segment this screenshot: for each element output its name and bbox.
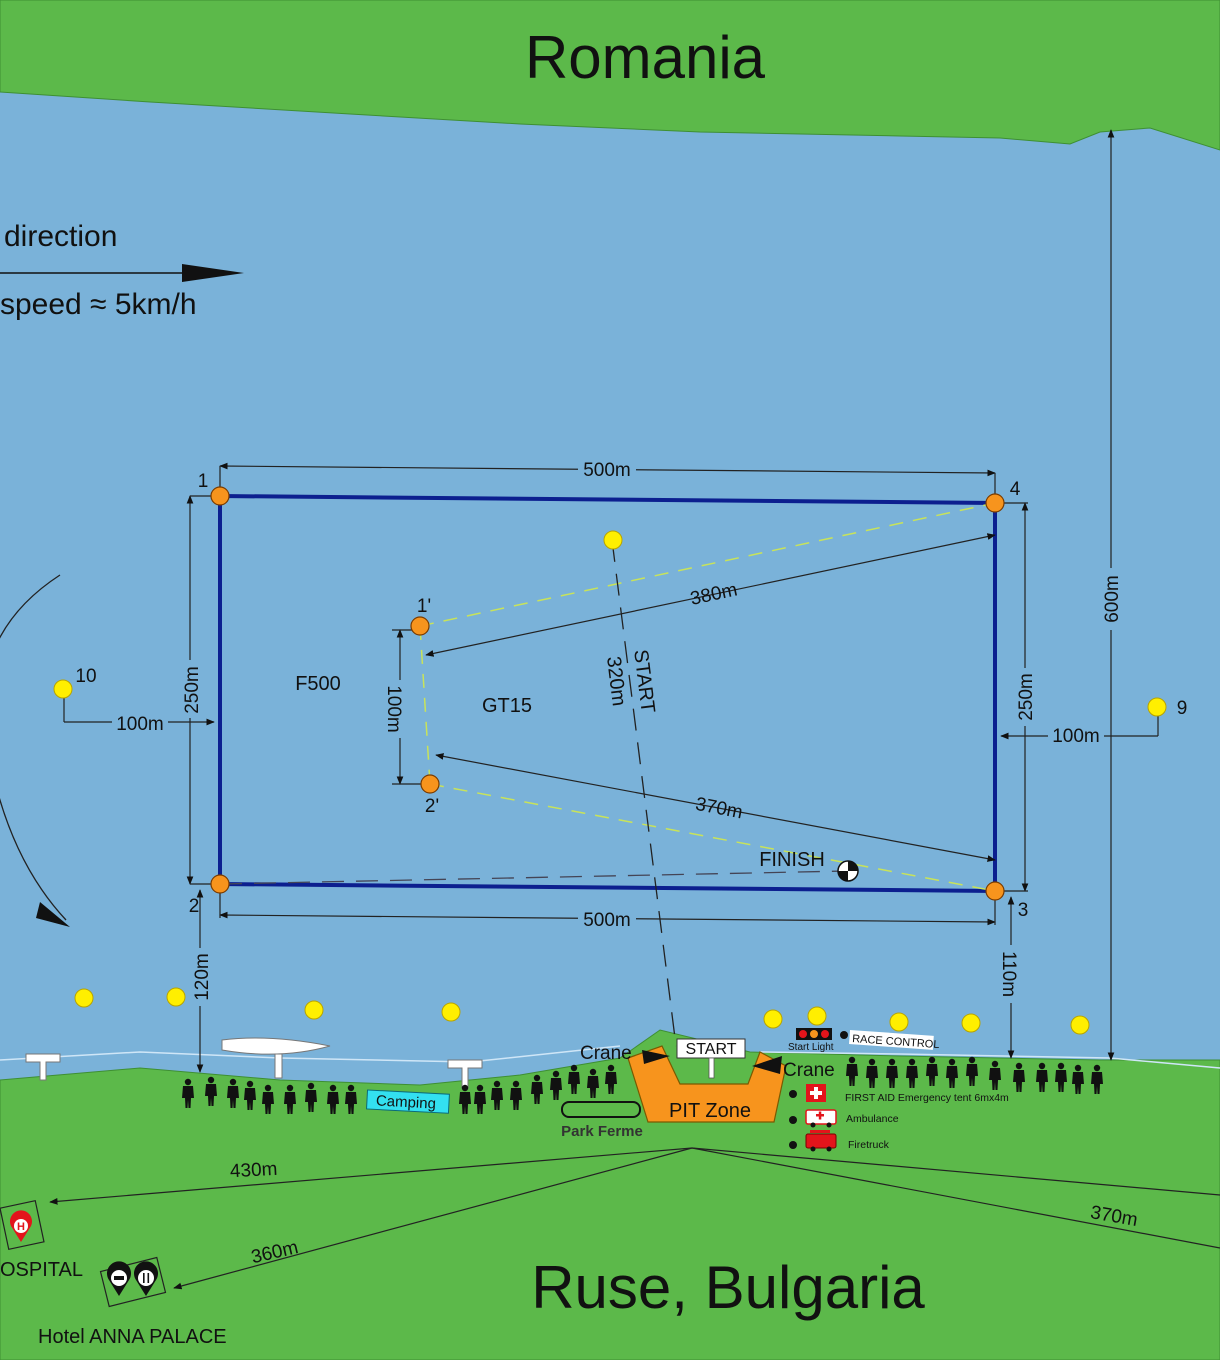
ambulance-label: Ambulance — [846, 1113, 899, 1125]
buoy-4-label: 4 — [1010, 479, 1021, 500]
current-speed-label: speed ≈ 5km/h — [0, 288, 197, 321]
marker-buoy — [889, 1012, 909, 1032]
pit-zone — [627, 1045, 787, 1123]
crane-right-label: Crane — [783, 1060, 835, 1081]
turn-buoy-4 — [985, 493, 1005, 513]
park-ferme-label: Park Ferme — [561, 1123, 643, 1140]
firetruck-icon — [805, 1130, 837, 1152]
buoy-10-label: 10 — [75, 666, 96, 687]
inner-side-label: 100m — [383, 685, 404, 733]
camping-label: Camping — [376, 1092, 437, 1112]
f500-label: F500 — [295, 673, 341, 695]
hospital-frame — [0, 1200, 45, 1250]
buoy-9-label: 9 — [1177, 698, 1188, 719]
marker-buoy — [1070, 1015, 1090, 1035]
marker-buoy — [1147, 697, 1167, 717]
top-distance-label: 500m — [583, 460, 631, 481]
marker-buoy — [74, 988, 94, 1008]
turn-buoy-1 — [210, 486, 230, 506]
hotel-restaurant-pin-icon — [134, 1261, 158, 1296]
left-distance-label: 250m — [182, 666, 203, 714]
shore-right-label: 110m — [998, 951, 1019, 997]
buoy-1-prime-label: 1' — [417, 596, 431, 617]
pit-zone-label: PIT Zone — [669, 1100, 751, 1122]
hotel-bed-pin-icon — [107, 1261, 131, 1296]
buoy-1-label: 1 — [198, 471, 209, 492]
camping-area — [366, 1089, 450, 1114]
romania-label: Romania — [525, 24, 766, 91]
marker-buoy — [961, 1013, 981, 1033]
park-ferme-area — [561, 1101, 641, 1118]
current-arrow-head — [182, 264, 244, 282]
marker-buoy — [441, 1002, 461, 1022]
ruse-bulgaria-label: Ruse, Bulgaria — [531, 1254, 925, 1321]
start-light-label: Start Light — [788, 1042, 834, 1053]
marker-buoy — [807, 1006, 827, 1026]
pontoon — [25, 1053, 61, 1081]
marker-buoy — [53, 679, 73, 699]
romania-bank — [0, 0, 1220, 151]
buoy9-distance-label: 100m — [1052, 726, 1100, 747]
buoy-2-prime-label: 2' — [425, 796, 439, 817]
start-pontoon-post — [708, 1057, 715, 1079]
first-aid-tent-icon — [806, 1084, 826, 1102]
pontoon — [274, 1053, 283, 1079]
right-distance-label: 250m — [1016, 673, 1037, 721]
buoy-3-label: 3 — [1018, 900, 1029, 921]
svg-text:H: H — [17, 1221, 25, 1233]
hospital-pin-icon: H — [10, 1210, 32, 1242]
start-pontoon-label: START — [686, 1041, 737, 1058]
finish-label: FINISH — [759, 849, 825, 871]
firetruck-label: Firetruck — [848, 1139, 890, 1151]
turn-buoy-3 — [985, 881, 1005, 901]
marker-buoy — [603, 530, 623, 550]
marker-buoy — [166, 987, 186, 1007]
gt15-label: GT15 — [482, 695, 532, 717]
turn-buoy-2-prime — [420, 774, 440, 794]
finish-flag-icon — [837, 860, 859, 882]
marker-buoy — [763, 1009, 783, 1029]
start-light-icon — [796, 1028, 832, 1040]
current-direction-label: direction — [4, 220, 117, 253]
firetruck-bullet — [789, 1141, 797, 1149]
approach-arc — [0, 574, 67, 921]
race-control-bullet — [840, 1031, 848, 1039]
ambulance-icon — [805, 1109, 837, 1128]
ambulance-bullet — [789, 1116, 797, 1124]
finish-line — [219, 870, 849, 885]
hospital-distance-label: 430m — [229, 1159, 278, 1182]
first-aid-bullet — [789, 1090, 797, 1098]
buoy-2-label: 2 — [189, 896, 200, 917]
buoy10-distance-label: 100m — [116, 714, 164, 735]
first-aid-label: FIRST AID Emergency tent 6mx4m — [845, 1092, 1009, 1104]
pontoon — [221, 1037, 331, 1055]
hotel-label: Hotel ANNA PALACE — [38, 1326, 227, 1348]
river-width-label: 600m — [1102, 575, 1123, 623]
bottom-distance-label: 500m — [583, 910, 631, 931]
hotel-frame — [99, 1256, 167, 1308]
turn-buoy-2 — [210, 874, 230, 894]
shore-left-label: 120m — [192, 953, 213, 1001]
turn-buoy-1-prime — [410, 616, 430, 636]
hospital-label: OSPITAL — [0, 1259, 83, 1281]
crane-right-arrow-icon — [752, 1056, 782, 1074]
race-control-sign — [849, 1030, 934, 1050]
crane-left-label: Crane — [580, 1043, 632, 1064]
crane-left-arrow-icon — [642, 1050, 670, 1064]
marker-buoy — [304, 1000, 324, 1020]
approach-arc-head — [36, 902, 70, 927]
